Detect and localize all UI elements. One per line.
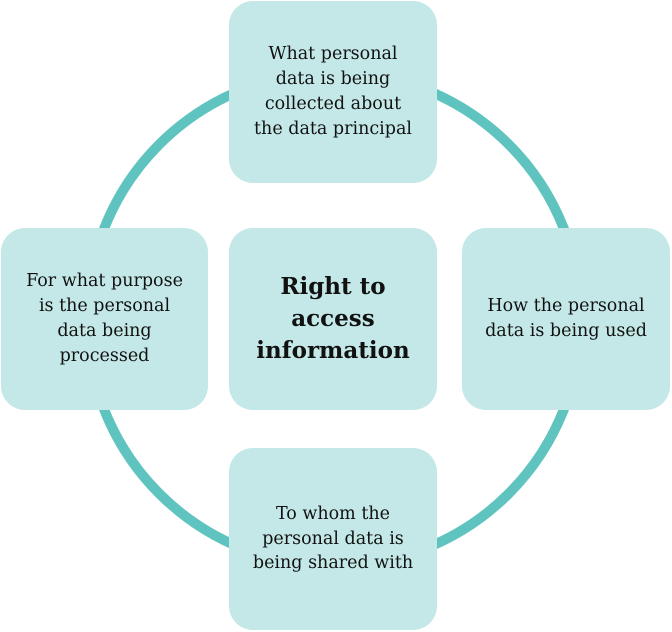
- node-data-usage-label: How the personal data is being used: [485, 296, 647, 341]
- node-collected-data: What personal data is being collected ab…: [229, 1, 437, 183]
- node-data-sharing-label: To whom the personal data is being share…: [252, 503, 414, 574]
- node-data-sharing: To whom the personal data is being share…: [229, 448, 437, 630]
- node-data-usage: How the personal data is being used: [462, 228, 670, 410]
- center-node-label: Right to access information: [256, 273, 410, 364]
- node-processing-purpose: For what purpose is the personal data be…: [1, 228, 208, 410]
- center-node-right-to-access: Right to access information: [229, 228, 437, 410]
- node-collected-data-label: What personal data is being collected ab…: [254, 44, 412, 139]
- node-processing-purpose-label: For what purpose is the personal data be…: [26, 271, 183, 366]
